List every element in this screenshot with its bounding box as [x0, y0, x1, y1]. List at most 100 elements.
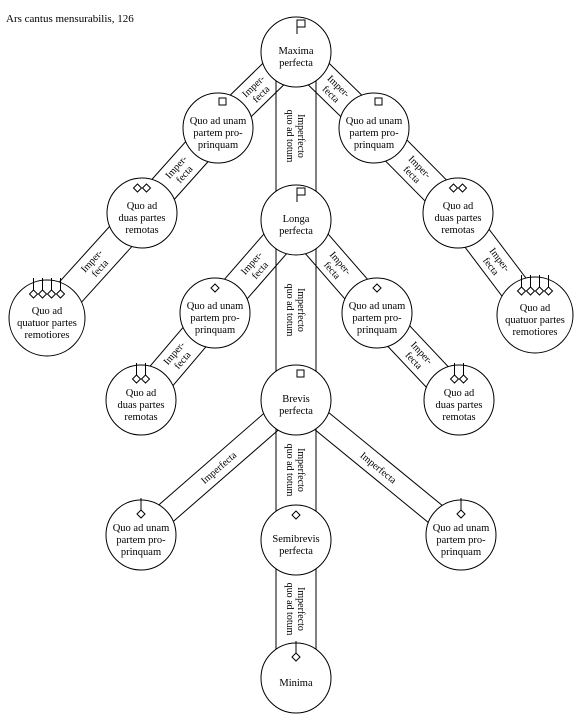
note-flag-head [296, 187, 306, 196]
note-diamond-glyph [55, 289, 66, 299]
node-label-line: Semibrevis [272, 534, 319, 545]
node-label-line: quatuor partes [505, 315, 565, 326]
node-circle [341, 277, 413, 349]
node-label-line: Quo ad unam [187, 301, 244, 312]
band-longa-ull-label: Imper-fecta [239, 250, 273, 285]
node-label-line: Quo ad [520, 303, 551, 314]
node-circle [496, 276, 574, 354]
diagram-caption: Ars cantus mensurabilis, 126 [6, 13, 134, 25]
breve-note-glyph [374, 97, 383, 106]
note-diamond-glyph [534, 286, 545, 296]
band-umr-qpr-label: Imper-fecta [478, 246, 512, 281]
node-label-line: Longa [283, 214, 310, 225]
node-circle [105, 364, 177, 436]
band-maxima-umr-label: Imper-fecta [317, 73, 352, 108]
note-diamond-glyph [132, 183, 143, 193]
note-diamond-glyph [449, 374, 460, 384]
node-label-line: Quo ad [126, 388, 157, 399]
node-circle [260, 16, 332, 88]
node-label-line: remotiores [25, 330, 70, 341]
note-diamond-glyph [291, 510, 301, 520]
note-diamond-glyph [448, 183, 459, 193]
node-label-line: partem pro- [349, 128, 399, 139]
node-label-line: partem pro- [193, 128, 243, 139]
node-label-line: perfecta [279, 546, 313, 557]
band-longa-brevis: Imperfectoquo ad totum [275, 220, 317, 400]
band-semibrevis-minima-label-line: Imperfecto [295, 587, 306, 631]
band-brevis-semibrevis-label: Imperfectoquo ad totum [284, 444, 306, 497]
note-diamond-glyph [372, 283, 382, 293]
node-label-line: duas partes [118, 400, 165, 411]
node-label-line: Quo ad unam [346, 116, 403, 127]
node-label-line: Quo ad [32, 306, 63, 317]
band-ull-dpr-label: Imper-fecta [162, 340, 196, 375]
node-label-line: prinquam [198, 140, 238, 151]
note-diamond-glyph [131, 374, 142, 384]
note-diamond-glyph [457, 183, 468, 193]
node-circle [260, 504, 332, 576]
node-label-line: perfecta [279, 406, 313, 417]
node-label-line: duas partes [119, 213, 166, 224]
node-circle [423, 364, 495, 436]
note-flag-head [296, 19, 306, 28]
node-label-line: duas partes [436, 400, 483, 411]
band-longa-ulr-label: Imper-fecta [319, 250, 353, 285]
node-label-line: prinquam [441, 547, 481, 558]
node-label-line: Quo ad [444, 388, 475, 399]
breve-note-glyph [218, 97, 227, 106]
band-maxima-longa-label: Imperfectoquo ad totum [284, 110, 306, 163]
band-ulr-dpr-label: Imper-fecta [400, 340, 435, 375]
node-circle [182, 92, 254, 164]
node-label-line: remotas [124, 412, 157, 423]
node-label-line: duas partes [435, 213, 482, 224]
node-label-line: Minima [279, 678, 313, 689]
note-diamond-glyph [141, 183, 152, 193]
note-diamond-glyph [46, 289, 57, 299]
node-circle [179, 277, 251, 349]
node-label-line: partem pro- [190, 313, 240, 324]
node-label-line: Quo ad unam [433, 523, 490, 534]
note-diamond-glyph [516, 286, 527, 296]
node-label-line: remotiores [513, 327, 558, 338]
node-label-line: remotas [441, 225, 474, 236]
node-label-line: remotas [125, 225, 158, 236]
note-diamond-glyph [210, 283, 220, 293]
note-diamond-glyph [291, 652, 301, 662]
band-maxima-longa-label-line: Imperfecto [295, 114, 306, 158]
node-label-line: prinquam [121, 547, 161, 558]
band-longa-brevis-label-line: Imperfecto [295, 288, 306, 332]
band-semibrevis-minima-label-line: quo ad totum [284, 583, 295, 636]
node-label-line: partem pro- [116, 535, 166, 546]
note-diamond-glyph [525, 286, 536, 296]
band-umr-dpr-label: Imper-fecta [398, 154, 433, 189]
node-circle [422, 177, 494, 249]
node-label-line: Quo ad unam [349, 301, 406, 312]
band-maxima-longa-label-line: quo ad totum [284, 110, 295, 163]
node-circle [8, 279, 86, 357]
band-longa-brevis-label: Imperfectoquo ad totum [284, 284, 306, 337]
node-circle [106, 177, 178, 249]
note-diamond-glyph [543, 286, 554, 296]
note-diamond-glyph [140, 374, 151, 384]
node-label-line: perfecta [279, 58, 313, 69]
node-label-line: remotas [442, 412, 475, 423]
node-label-line: perfecta [279, 226, 313, 237]
band-brevis-semibrevis-label-line: Imperfecto [295, 448, 306, 492]
band-brevis-ubr-edge [288, 408, 455, 544]
node-label-line: prinquam [357, 325, 397, 336]
node-label-line: quatuor partes [17, 318, 77, 329]
node-label-line: partem pro- [352, 313, 402, 324]
band-brevis-ubl-edge [133, 391, 290, 528]
